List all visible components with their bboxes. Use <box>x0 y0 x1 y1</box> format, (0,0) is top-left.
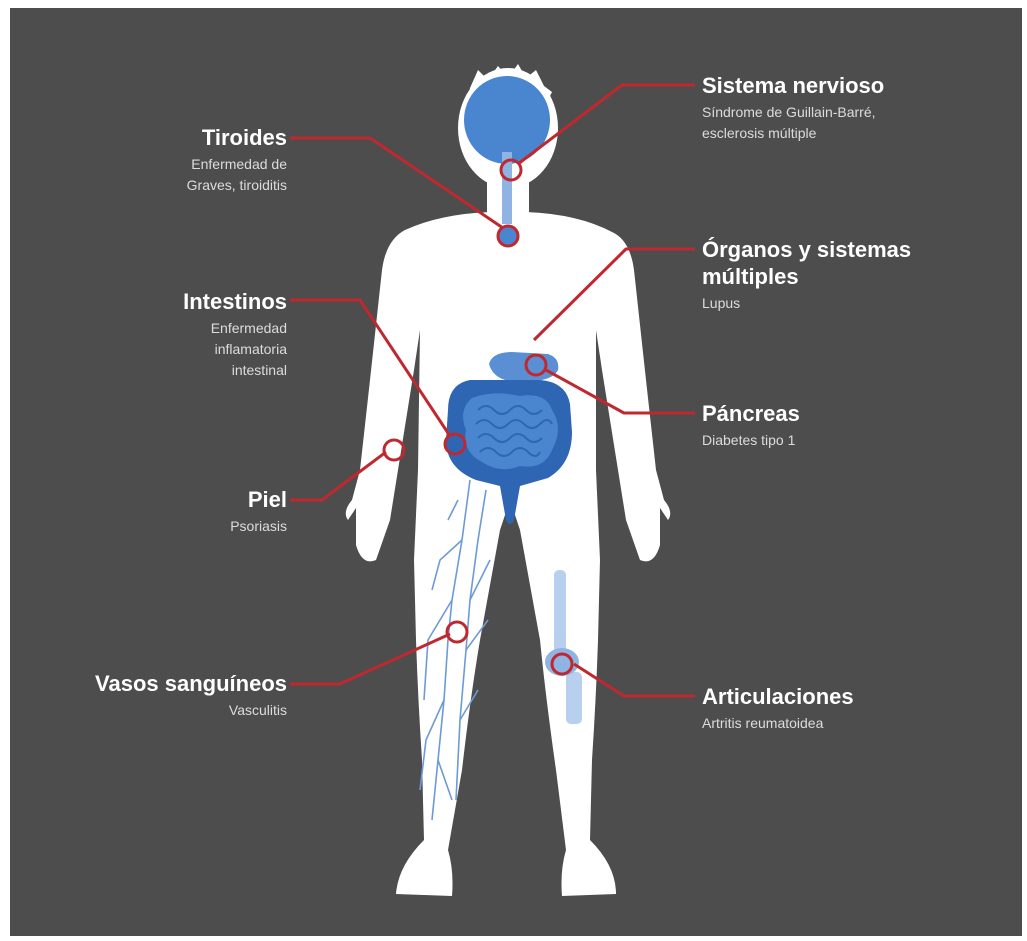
label-organos-multiples: Órganos y sistemas múltiples Lupus <box>702 236 911 314</box>
label-description: Lupus <box>702 293 911 314</box>
label-description-line2: inflamatoria <box>183 339 287 360</box>
liver <box>489 352 558 382</box>
label-description-line3: intestinal <box>183 360 287 381</box>
label-description: Psoriasis <box>230 516 287 537</box>
label-intestinos: Intestinos Enfermedad inflamatoria intes… <box>183 288 287 381</box>
label-title: Páncreas <box>702 400 800 427</box>
label-description-line1: Síndrome de Guillain-Barré, <box>702 102 884 123</box>
label-pancreas: Páncreas Diabetes tipo 1 <box>702 400 800 451</box>
label-vasos-sanguineos: Vasos sanguíneos Vasculitis <box>95 670 287 721</box>
label-title: Tiroides <box>187 124 287 151</box>
label-title-line1: Órganos y sistemas <box>702 236 911 263</box>
label-title: Piel <box>230 486 287 513</box>
label-description-line2: esclerosis múltiple <box>702 123 884 144</box>
label-description: Diabetes tipo 1 <box>702 430 800 451</box>
label-description-line1: Enfermedad de <box>187 154 287 175</box>
label-title: Intestinos <box>183 288 287 315</box>
label-sistema-nervioso: Sistema nervioso Síndrome de Guillain-Ba… <box>702 72 884 144</box>
label-tiroides: Tiroides Enfermedad de Graves, tiroiditi… <box>187 124 287 196</box>
label-description-line2: Graves, tiroiditis <box>187 175 287 196</box>
label-title-line2: múltiples <box>702 263 911 290</box>
label-description: Artritis reumatoidea <box>702 713 854 734</box>
label-articulaciones: Articulaciones Artritis reumatoidea <box>702 683 854 734</box>
label-title: Vasos sanguíneos <box>95 670 287 697</box>
label-description-line1: Enfermedad <box>183 318 287 339</box>
label-title: Sistema nervioso <box>702 72 884 99</box>
label-piel: Piel Psoriasis <box>230 486 287 537</box>
label-description: Vasculitis <box>95 700 287 721</box>
label-title: Articulaciones <box>702 683 854 710</box>
